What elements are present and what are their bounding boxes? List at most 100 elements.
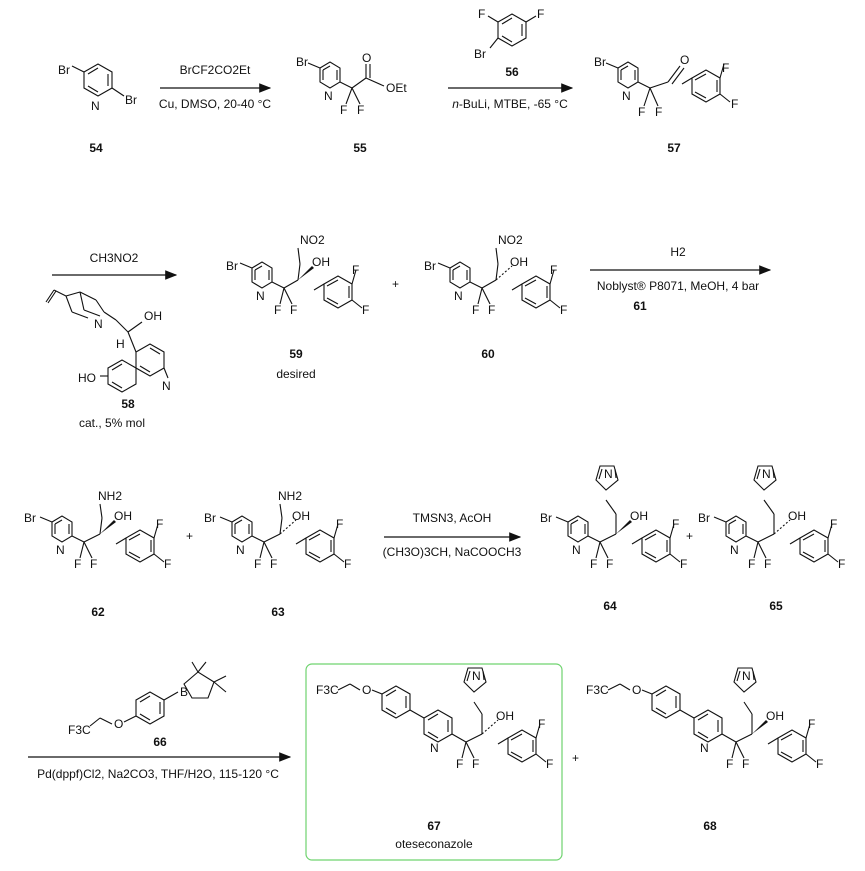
atom-oh: OH <box>630 509 648 523</box>
reaction-arrow-4: H2 Noblyst® P8071, MeOH, 4 bar 61 <box>590 245 772 313</box>
drug-name: oteseconazole <box>395 837 473 851</box>
compound-59: Br N F F NO2 OH F F 59 desired <box>226 233 369 381</box>
compound-58: N H OH N HO 58 cat., 5% mol <box>45 289 171 430</box>
compound-label: 63 <box>271 605 285 619</box>
atom-f: F <box>816 757 823 771</box>
atom-f: F <box>838 557 845 571</box>
reaction-arrow-3: CH3NO2 <box>52 251 178 280</box>
compound-label: 55 <box>353 141 367 155</box>
atom-n: N <box>572 543 581 557</box>
atom-br: Br <box>58 63 70 77</box>
compound-label: 66 <box>153 735 167 749</box>
condition-text: (CH3O)3CH, NaCOOCH3 <box>383 545 522 559</box>
atom-f: F <box>764 557 771 571</box>
atom-n: N <box>56 543 65 557</box>
atom-f3c: F3C <box>316 683 339 697</box>
atom-b: B <box>180 685 188 699</box>
atom-f: F <box>164 557 171 571</box>
atom-f: F <box>472 757 479 771</box>
plus-sign: + <box>392 277 399 291</box>
reaction-arrow-5: TMSN3, AcOH (CH3O)3CH, NaCOOCH3 <box>383 511 522 559</box>
atom-oh: OH <box>510 255 528 269</box>
atom-f: F <box>254 557 261 571</box>
atom-ho: HO <box>78 371 96 385</box>
atom-n: N <box>236 543 245 557</box>
condition-text: n-BuLi, MTBE, -65 °C <box>452 97 568 111</box>
atom-br: Br <box>474 47 486 61</box>
atom-br: Br <box>698 511 710 525</box>
compound-65: Br N F F N OH F F 65 <box>698 465 845 613</box>
atom-f: F <box>590 557 597 571</box>
atom-br: Br <box>540 511 552 525</box>
atom-f: F <box>156 517 163 531</box>
atom-f: F <box>362 303 369 317</box>
highlight-box <box>305 663 563 861</box>
compound-label: 68 <box>703 819 717 833</box>
atom-f: F <box>830 517 837 531</box>
atom-oh: OH <box>496 709 514 723</box>
atom-oh: OH <box>144 309 162 323</box>
atom-f: F <box>340 103 347 117</box>
atom-f: F <box>456 757 463 771</box>
atom-br: Br <box>204 511 216 525</box>
compound-label: 62 <box>91 605 105 619</box>
atom-f3c: F3C <box>586 683 609 697</box>
atom-f: F <box>606 557 613 571</box>
atom-f: F <box>731 97 738 111</box>
atom-n: N <box>256 289 265 303</box>
atom-n: N <box>604 467 613 481</box>
compound-label: 58 <box>121 397 135 411</box>
condition-text: Cu, DMSO, 20-40 °C <box>159 97 272 111</box>
reagent-text: H2 <box>670 245 686 259</box>
atom-f: F <box>90 557 97 571</box>
compound-64: Br N F F N OH F F 64 <box>540 465 687 613</box>
plus-sign: + <box>686 529 693 543</box>
atom-f: F <box>672 517 679 531</box>
atom-br: Br <box>594 55 606 69</box>
plus-sign: + <box>572 751 579 765</box>
atom-n: N <box>324 89 333 103</box>
atom-f: F <box>537 7 544 21</box>
atom-o: O <box>362 683 371 697</box>
atom-f: F <box>808 717 815 731</box>
compound-label: 59 <box>289 347 303 361</box>
atom-oh: OH <box>312 255 330 269</box>
compound-66: B O F3C 66 <box>68 661 227 749</box>
atom-f: F <box>336 517 343 531</box>
atom-n: N <box>472 669 481 683</box>
atom-oh: OH <box>292 509 310 523</box>
compound-55: Br N O OEt F F 55 <box>296 51 407 155</box>
reagent-text: BrCF2CO2Et <box>180 63 251 77</box>
atom-n: N <box>700 741 709 755</box>
compound-label: 64 <box>603 599 617 613</box>
atom-n: N <box>94 317 103 331</box>
atom-oh: OH <box>114 509 132 523</box>
atom-n: N <box>162 379 171 393</box>
atom-n: N <box>762 467 771 481</box>
atom-f3c: F3C <box>68 723 91 737</box>
atom-f: F <box>274 303 281 317</box>
compound-label: 67 <box>427 819 441 833</box>
atom-oh: OH <box>788 509 806 523</box>
atom-n: N <box>730 543 739 557</box>
atom-br: Br <box>424 259 436 273</box>
catalyst-loading-note: cat., 5% mol <box>79 416 145 430</box>
atom-f: F <box>742 757 749 771</box>
desired-note: desired <box>276 367 315 381</box>
atom-f: F <box>488 303 495 317</box>
atom-f: F <box>560 303 567 317</box>
atom-nh2: NH2 <box>98 489 122 503</box>
atom-br: Br <box>226 259 238 273</box>
atom-f: F <box>344 557 351 571</box>
atom-f: F <box>357 103 364 117</box>
compound-67: F3C O N F F N OH F F 67 oteseconazole <box>316 667 553 851</box>
atom-f: F <box>270 557 277 571</box>
atom-o: O <box>114 717 123 731</box>
reaction-arrow-1: BrCF2CO2Et Cu, DMSO, 20-40 °C <box>159 63 272 111</box>
atom-f: F <box>680 557 687 571</box>
atom-f: F <box>546 757 553 771</box>
reaction-arrow-6: Pd(dppf)Cl2, Na2CO3, THF/H2O, 115-120 °C <box>28 752 292 781</box>
atom-oh: OH <box>766 709 784 723</box>
atom-h: H <box>116 337 125 351</box>
